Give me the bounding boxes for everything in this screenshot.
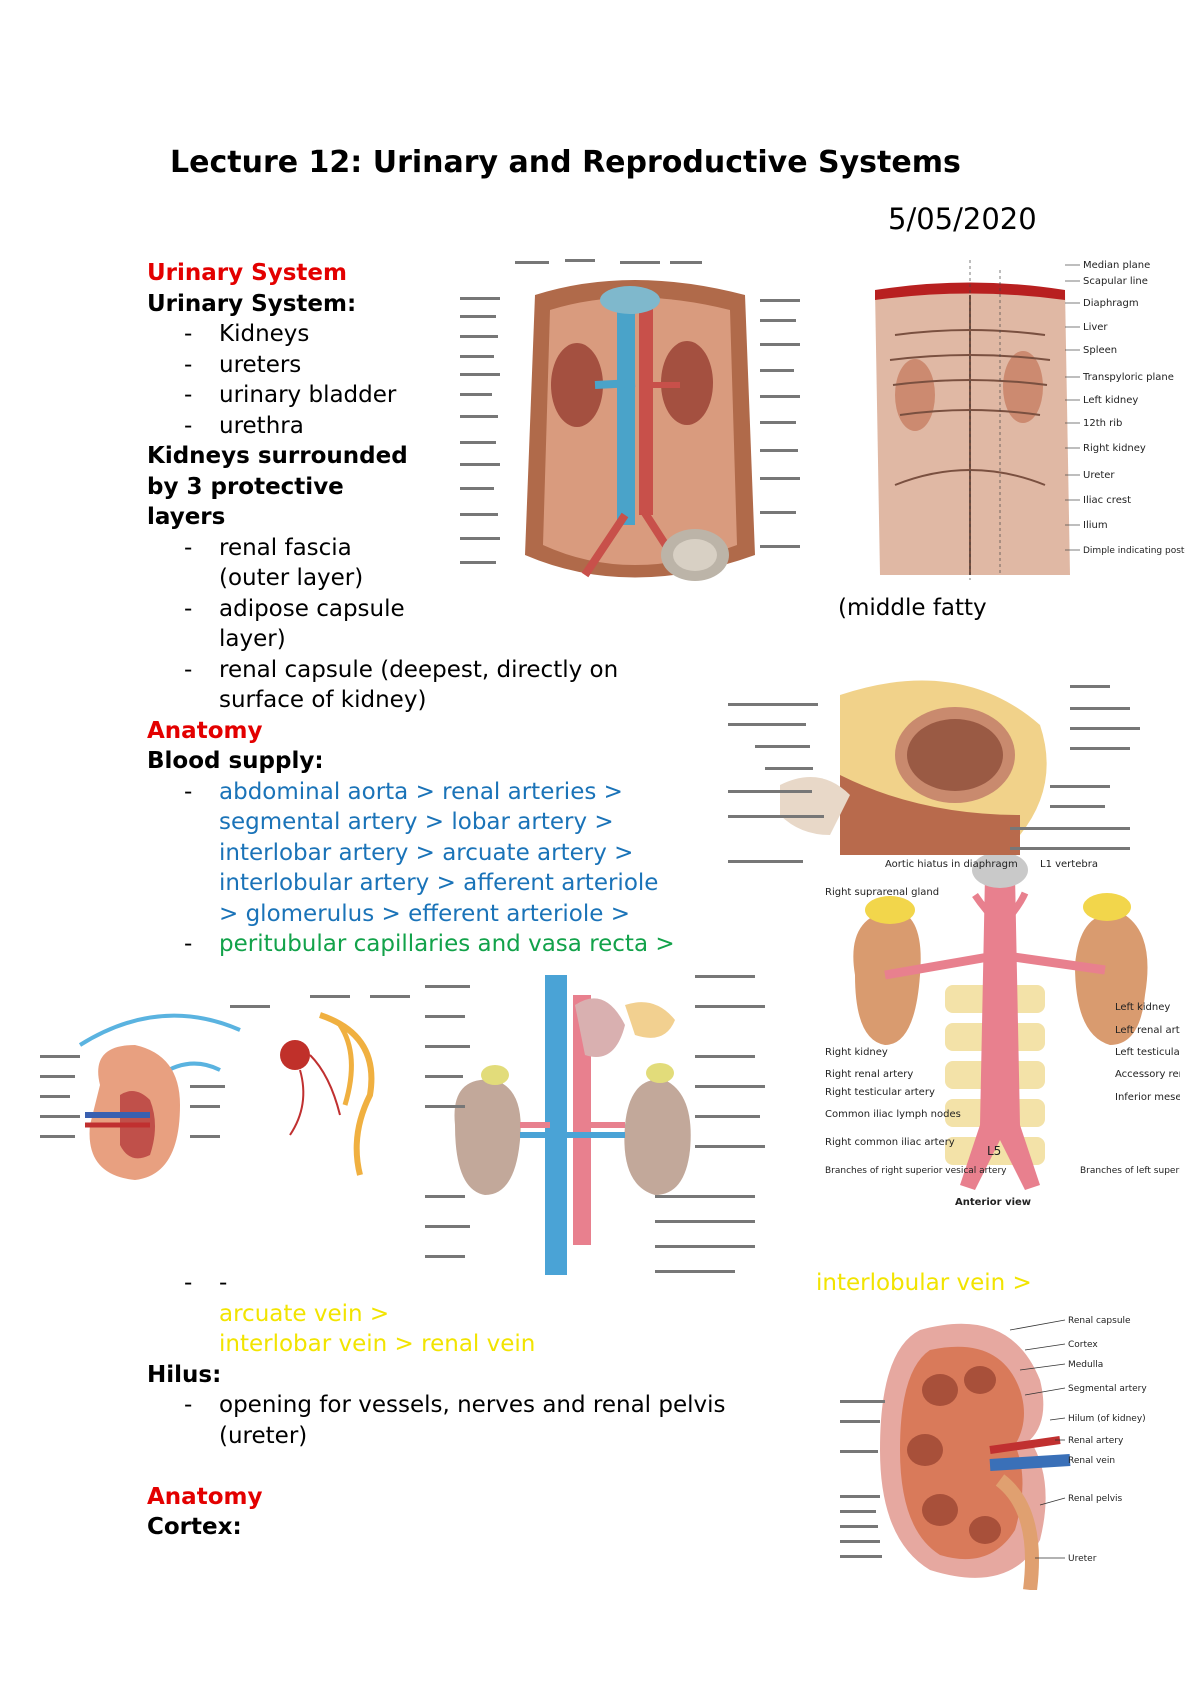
list-item-continued: arcuate vein >: [219, 1300, 390, 1327]
abdominal-organs-illustration: [455, 255, 805, 605]
fig4-label: Anterior view: [955, 1197, 1031, 1208]
fig7-label: Medulla: [1068, 1360, 1103, 1370]
fig7-label: Renal vein: [1068, 1456, 1115, 1466]
layer-side-note: (middle fatty: [838, 595, 987, 621]
list-item-continued: interlobular artery > afferent arteriole: [219, 870, 659, 896]
fig2-label: 12th rib: [1083, 418, 1122, 429]
fig4-label: Right kidney: [825, 1047, 888, 1058]
fig2-label: Median plane: [1083, 260, 1150, 271]
fig4-label: Left testicular artery: [1115, 1047, 1180, 1058]
fig4-label: L5: [987, 1144, 1001, 1158]
subheading-hilus: Hilus:: [147, 1361, 222, 1388]
fig7-label: Renal capsule: [1068, 1316, 1131, 1326]
list-item: -peritubular capillaries and vasa recta …: [184, 931, 675, 957]
fig7-label: Renal artery: [1068, 1436, 1124, 1446]
fig2-label: Scapular line: [1083, 276, 1148, 287]
fig4-label: Aortic hiatus in diaphragm: [885, 859, 1018, 870]
subheading-blood-supply: Blood supply:: [147, 748, 324, 774]
fig4-label: Right suprarenal gland: [825, 887, 939, 898]
list-item: -opening for vessels, nerves and renal p…: [184, 1392, 726, 1418]
aorta-renal-arteries-diagram: L5 Aortic hiatus in diaphragm L1 vertebr…: [825, 855, 1180, 1250]
section-heading-anatomy: Anatomy: [147, 717, 263, 744]
section-heading-urinary: Urinary System: [147, 260, 347, 286]
back-kidney-position-photo: Median plane Scapular line Diaphragm Liv…: [855, 255, 1185, 580]
list-item-continued: segmental artery > lobar artery >: [219, 809, 614, 835]
subheading-urinary: Urinary System:: [147, 290, 357, 317]
list-item-continued: > glomerulus > efferent arteriole >: [219, 900, 630, 927]
list-item: -renal capsule (deepest, directly on: [184, 656, 619, 683]
list-item: -urinary bladder: [184, 382, 397, 408]
fig4-label: Right testicular artery: [825, 1087, 935, 1098]
fig4-label: Left renal artery: [1115, 1025, 1180, 1036]
notes-column-lower: -- arcuate vein > interlobar vein > rena…: [147, 1268, 726, 1543]
layers-heading-line: by 3 protective: [147, 473, 344, 500]
fig4-label: Accessory renal artery: [1115, 1069, 1180, 1080]
list-item-continued: interlobar vein > renal vein: [219, 1331, 536, 1357]
fig2-label: Right kidney: [1083, 443, 1146, 454]
fig2-label: Iliac crest: [1083, 495, 1131, 506]
kidney-blood-flow-diagram: [40, 975, 415, 1215]
fig2-label: Dimple indicating posterior superior ili…: [1083, 546, 1185, 556]
kidney-vessels-posterior-wall: [425, 965, 770, 1295]
layers-heading-line: Kidneys surrounded: [147, 443, 408, 469]
subheading-cortex: Cortex:: [147, 1514, 242, 1540]
lecture-date: 5/05/2020: [888, 202, 1037, 236]
list-item: -ureters: [184, 351, 302, 378]
list-item-continued: interlobar artery > arcuate artery >: [219, 839, 634, 866]
vein-path-start: interlobular vein >: [816, 1270, 1032, 1296]
fig7-label: Renal pelvis: [1068, 1494, 1123, 1504]
list-item: -renal fascia: [184, 534, 352, 561]
fig2-label: Ilium: [1083, 520, 1108, 531]
notes-column: Urinary System Urinary System: -Kidneys …: [147, 258, 675, 960]
fig4-label: Right renal artery: [825, 1069, 913, 1080]
fig2-label: Spleen: [1083, 345, 1117, 356]
list-item: -abdominal aorta > renal arteries >: [184, 778, 623, 805]
fig2-label: Left kidney: [1083, 395, 1138, 406]
fig2-label: Diaphragm: [1083, 298, 1139, 309]
fig4-label: Branches of left superior vesical artery: [1080, 1166, 1180, 1176]
fig4-label: Left kidney: [1115, 1002, 1170, 1013]
fig4-label: Right common iliac artery: [825, 1137, 955, 1148]
fig4-label: Inferior mesenteric artery: [1115, 1092, 1180, 1103]
list-item: -urethra: [184, 412, 304, 439]
fig2-label: Liver: [1083, 322, 1108, 333]
fig2-label: Transpyloric plane: [1082, 372, 1174, 383]
list-item: -Kidneys: [184, 321, 310, 347]
list-item-continued: (outer layer): [219, 565, 364, 591]
fig2-label: Ureter: [1083, 470, 1115, 481]
fig4-label: L1 vertebra: [1040, 859, 1098, 870]
kidney-coronal-section: Renal capsule Cortex Medulla Segmental a…: [840, 1310, 1185, 1590]
fig7-label: Ureter: [1068, 1554, 1097, 1564]
fig4-label: Common iliac lymph nodes: [825, 1109, 961, 1120]
list-item-continued: layer): [219, 626, 286, 652]
fig7-label: Hilum (of kidney): [1068, 1414, 1146, 1424]
fig7-label: Segmental artery: [1068, 1384, 1147, 1394]
fig4-label: Branches of right superior vesical arter…: [825, 1166, 1007, 1176]
list-item: --: [184, 1270, 228, 1296]
list-item-continued: (ureter): [219, 1422, 308, 1449]
fig7-label: Cortex: [1068, 1340, 1098, 1350]
list-item-continued: surface of kidney): [219, 687, 427, 713]
section-heading-anatomy: Anatomy: [147, 1483, 263, 1510]
list-item: -adipose capsule: [184, 595, 405, 622]
layers-heading-line: layers: [147, 504, 226, 530]
page-title: Lecture 12: Urinary and Reproductive Sys…: [170, 145, 961, 180]
